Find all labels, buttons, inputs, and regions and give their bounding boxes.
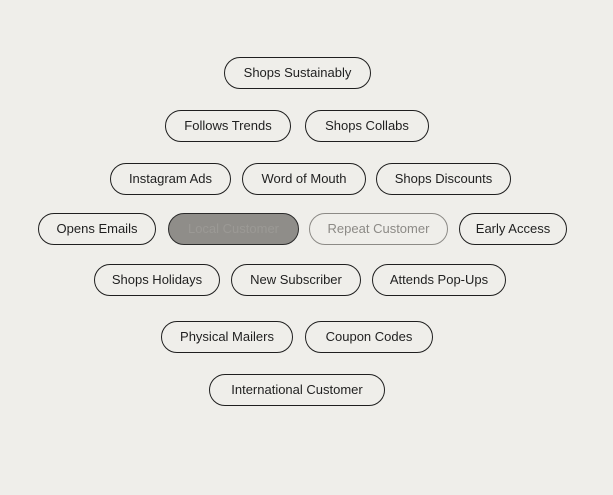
- tag-new-subscriber[interactable]: New Subscriber: [231, 264, 361, 296]
- tag-physical-mailers[interactable]: Physical Mailers: [161, 321, 293, 353]
- tag-attends-pop-ups[interactable]: Attends Pop-Ups: [372, 264, 506, 296]
- tag-row-1: Shops Sustainably: [0, 57, 613, 91]
- tag-shops-holidays[interactable]: Shops Holidays: [94, 264, 220, 296]
- tag-early-access[interactable]: Early Access: [459, 213, 567, 245]
- tag-row-3: Instagram Ads Word of Mouth Shops Discou…: [0, 163, 613, 197]
- tag-shops-collabs[interactable]: Shops Collabs: [305, 110, 429, 142]
- tag-shops-sustainably[interactable]: Shops Sustainably: [224, 57, 371, 89]
- tag-word-of-mouth[interactable]: Word of Mouth: [242, 163, 366, 195]
- tag-opens-emails[interactable]: Opens Emails: [38, 213, 156, 245]
- tag-international-customer[interactable]: International Customer: [209, 374, 385, 406]
- tag-follows-trends[interactable]: Follows Trends: [165, 110, 291, 142]
- tag-local-customer[interactable]: Local Customer: [168, 213, 299, 245]
- tag-row-5: Shops Holidays New Subscriber Attends Po…: [0, 264, 613, 298]
- tag-instagram-ads[interactable]: Instagram Ads: [110, 163, 231, 195]
- tag-row-7: International Customer: [0, 374, 613, 408]
- tag-row-4: Opens Emails Local Customer Repeat Custo…: [0, 213, 613, 247]
- tag-row-2: Follows Trends Shops Collabs: [0, 110, 613, 144]
- tag-coupon-codes[interactable]: Coupon Codes: [305, 321, 433, 353]
- tag-row-6: Physical Mailers Coupon Codes: [0, 321, 613, 355]
- tag-repeat-customer[interactable]: Repeat Customer: [309, 213, 448, 245]
- tag-shops-discounts[interactable]: Shops Discounts: [376, 163, 511, 195]
